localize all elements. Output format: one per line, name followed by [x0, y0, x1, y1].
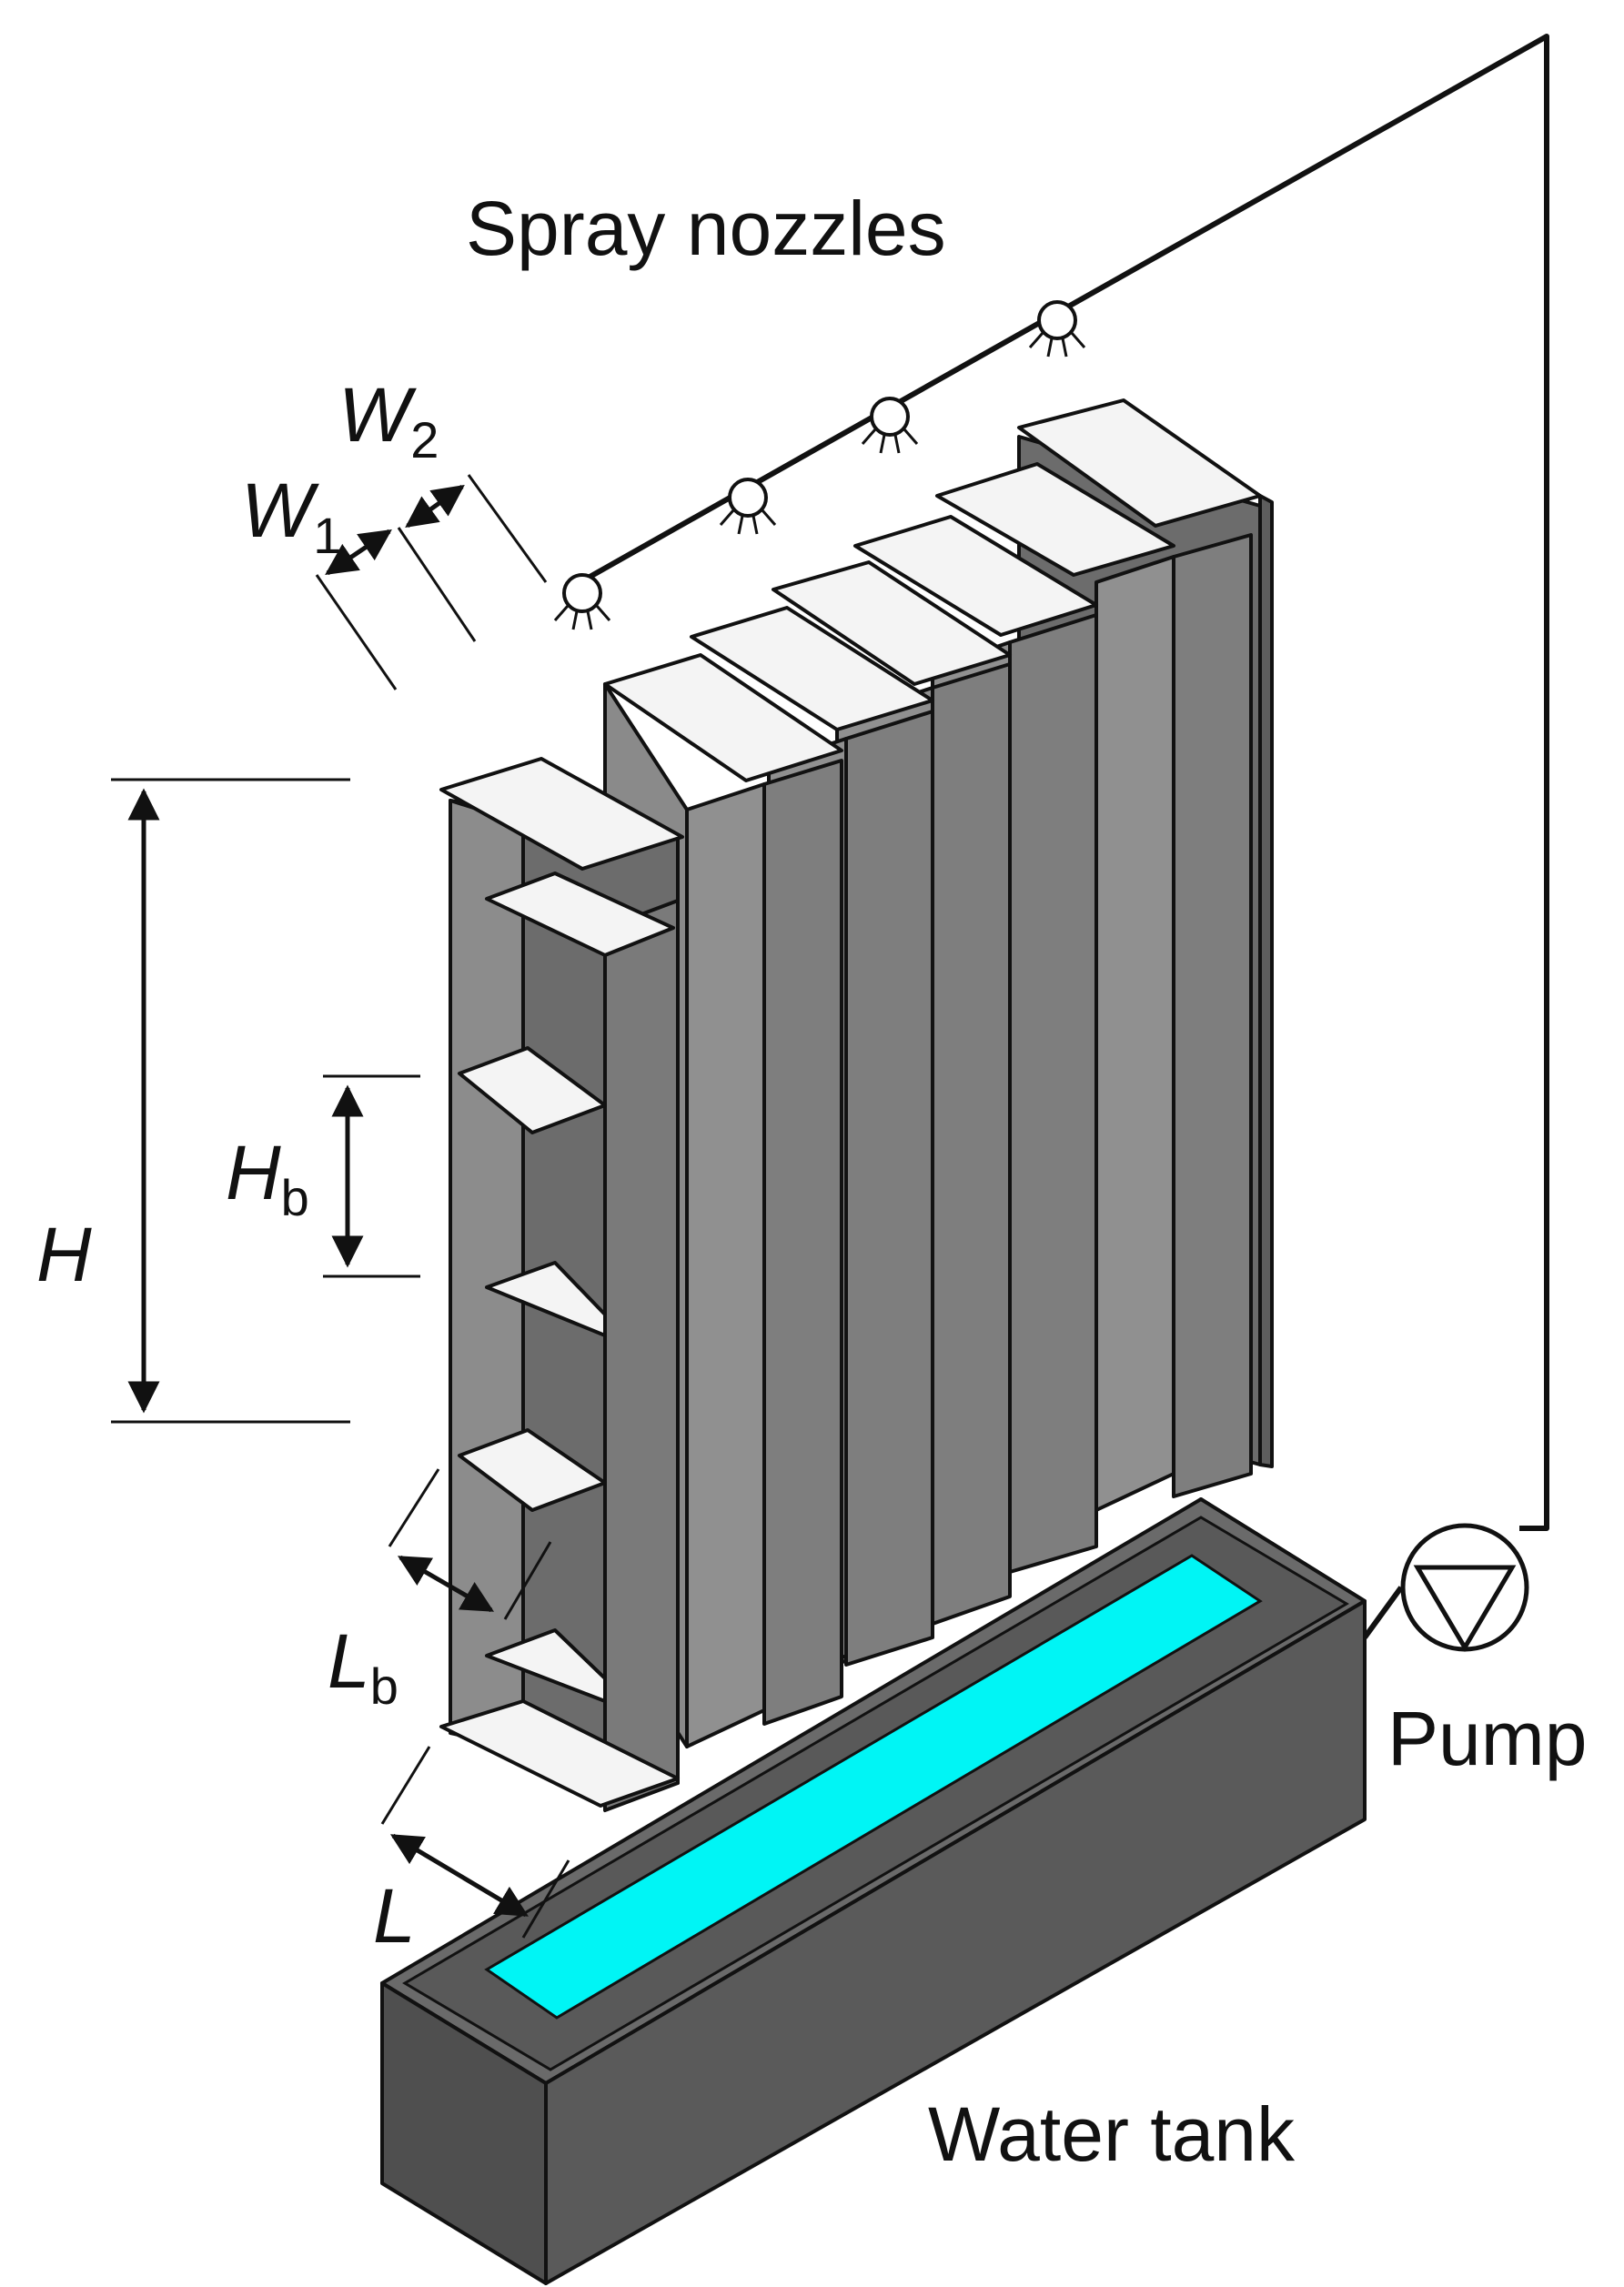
dim-w — [315, 474, 548, 690]
baffle-4 — [458, 1428, 607, 1512]
front-module-top — [439, 757, 684, 871]
panel-4-front — [1008, 613, 1098, 1574]
dim-h-label: H — [36, 1212, 92, 1297]
baffle-group — [458, 871, 675, 1703]
water-tank — [380, 1497, 1367, 2285]
dim-w1-label: W1 — [241, 468, 341, 564]
pump-circle — [1400, 1523, 1529, 1652]
panel-1-top — [603, 653, 843, 782]
dim-l — [380, 1746, 570, 1939]
spray-nozzle-group — [553, 300, 1086, 630]
water-surface — [484, 1554, 1263, 2020]
panel-3-front — [931, 662, 1012, 1626]
spray-nozzle-4 — [1028, 300, 1086, 358]
spray-nozzle-3 — [861, 397, 919, 454]
front-module-right-wall — [603, 899, 680, 1812]
dim-w2-label: W2 — [338, 372, 439, 468]
dim-hb — [323, 1074, 420, 1278]
pump-label: Pump — [1387, 1696, 1587, 1781]
channel-5-inner — [1094, 555, 1175, 1512]
panel-4-top — [853, 515, 1098, 637]
panel-5-top — [935, 462, 1175, 577]
pump-symbol-icon — [1413, 1565, 1517, 1652]
baffle-1 — [485, 871, 675, 957]
baffle-5 — [485, 1628, 607, 1703]
dim-hb-label: Hb — [226, 1130, 309, 1226]
baffle-2 — [458, 1046, 607, 1134]
dim-lb — [388, 1468, 552, 1620]
channel-1-inner — [685, 782, 766, 1748]
baffle-3 — [485, 1261, 607, 1337]
spray-nozzle-1 — [553, 573, 611, 630]
water-tank-label: Water tank — [928, 2091, 1296, 2177]
spray-nozzles-label: Spray nozzles — [466, 186, 946, 271]
tank-side-face — [380, 1981, 548, 2285]
panel-assembly — [439, 398, 1274, 1812]
pump-return-pipe — [1362, 1586, 1404, 1639]
panel-3-top — [772, 560, 1012, 686]
dim-h — [111, 778, 350, 1424]
panel-2-top — [690, 606, 934, 731]
pump — [1400, 1523, 1529, 1652]
spray-nozzle-2 — [719, 478, 777, 535]
dim-l-label: L — [373, 1873, 416, 1959]
panel-1-front — [762, 759, 843, 1726]
right-end-plate — [1258, 494, 1274, 1468]
panel-5-front — [1172, 533, 1253, 1498]
dim-lb-label: Lb — [328, 1618, 398, 1715]
front-module-bottom — [439, 1699, 680, 1808]
panel-2-front — [844, 710, 934, 1667]
